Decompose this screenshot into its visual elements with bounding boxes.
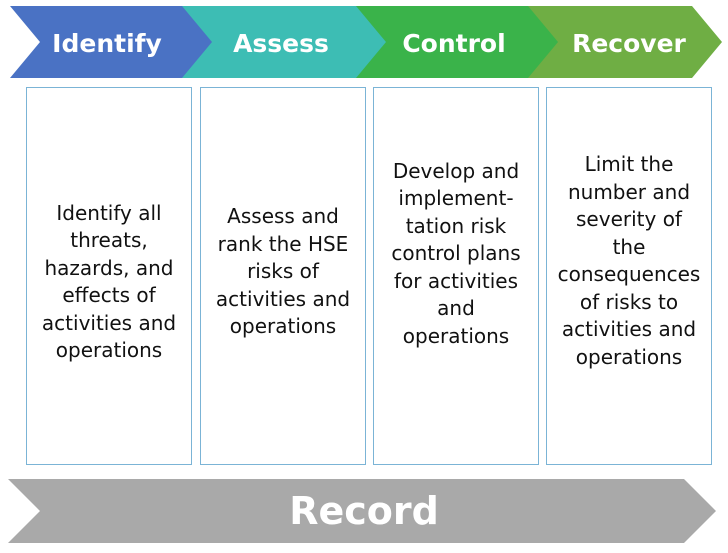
assess-description: Assess and rank the HSE risks of activit…	[215, 204, 351, 339]
recover-chevron	[528, 6, 722, 78]
identify-label: Identify	[52, 29, 162, 58]
identify-chevron	[10, 6, 218, 78]
identify-description: Identify all threats, hazards, and effec…	[41, 200, 177, 363]
control-description: Develop and implement- tation risk contr…	[391, 158, 521, 348]
recover-description: Limit the number and severity of the con…	[557, 152, 701, 369]
recover-label: Recover	[572, 29, 686, 58]
control-label: Control	[402, 29, 505, 58]
assess-chevron	[182, 6, 390, 78]
recover-description-box: Limit the number and severity of the con…	[546, 87, 712, 465]
assess-description-box: Assess and rank the HSE risks of activit…	[200, 87, 366, 465]
assess-label: Assess	[233, 29, 329, 58]
identify-description-box: Identify all threats, hazards, and effec…	[26, 87, 192, 465]
record-label: Record	[289, 489, 439, 533]
control-description-box: Develop and implement- tation risk contr…	[373, 87, 539, 465]
process-chevrons: Identify Assess Control Recover	[10, 6, 722, 78]
record-arrow-graphic: Record	[8, 479, 716, 543]
record-arrow	[8, 479, 716, 543]
control-chevron	[356, 6, 564, 78]
